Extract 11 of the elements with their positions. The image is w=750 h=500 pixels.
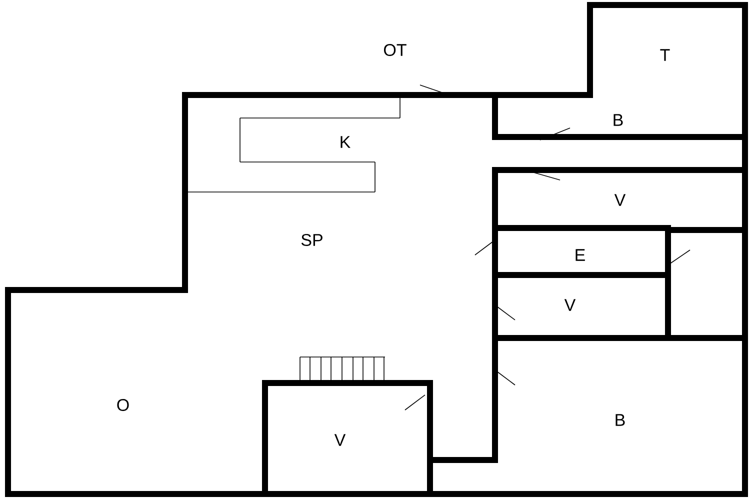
room-label: SP <box>301 234 322 246</box>
room-label: V <box>334 434 346 446</box>
room-label: T <box>660 49 670 61</box>
room-label: K <box>340 136 350 148</box>
room-label: B <box>616 414 625 426</box>
room-label: B <box>614 114 623 126</box>
room-label: O <box>117 398 129 412</box>
room-label: V <box>564 299 576 311</box>
room-label: E <box>576 249 585 261</box>
room-label: OT <box>384 44 406 56</box>
room-label: V <box>614 194 626 206</box>
